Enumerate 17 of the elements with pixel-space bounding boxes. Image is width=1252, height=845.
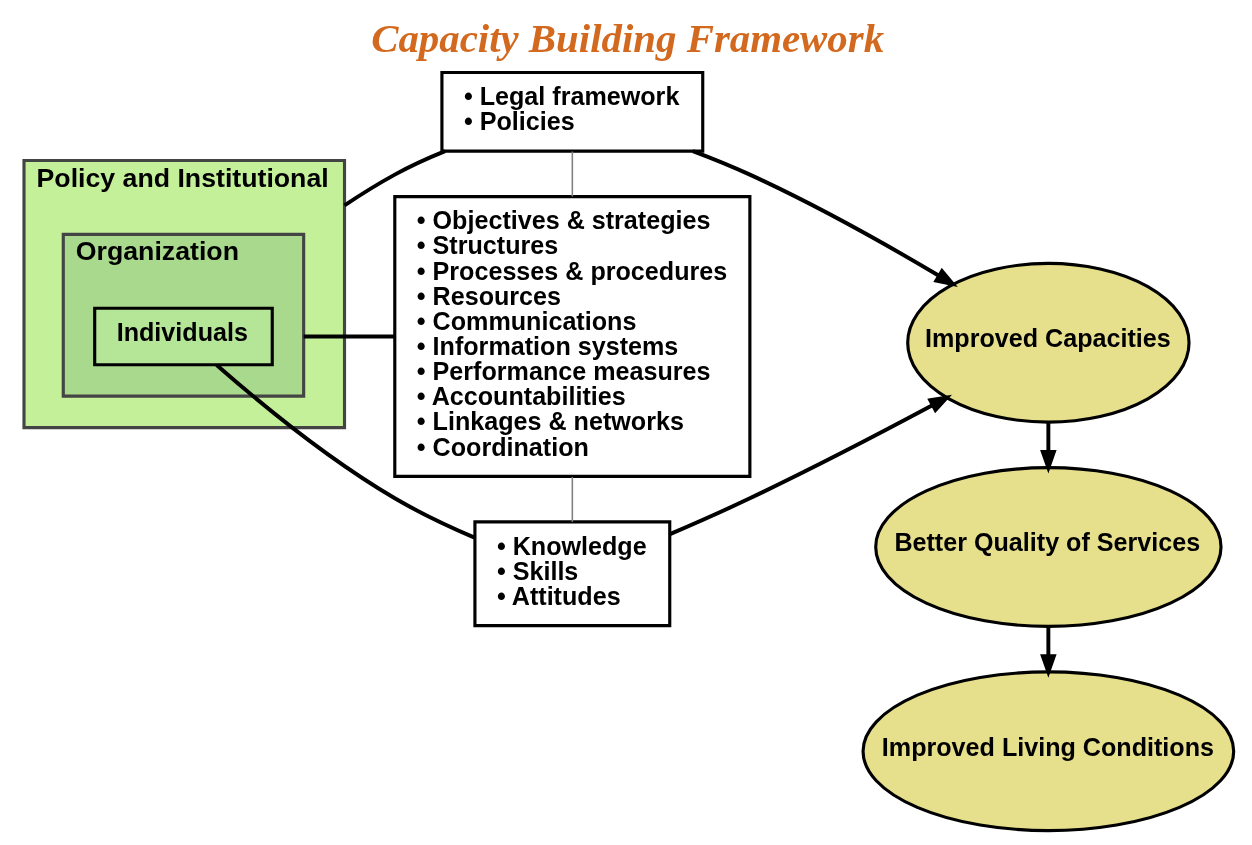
node-box: • Objectives & strategies • Structures • Processes & procedures • Resources • Communications • Information systems • Performance measures • Accountabilities • Linkages & networks • Coordination bbox=[392, 195, 751, 478]
node-ellipse: Improved Living Conditions bbox=[860, 670, 1235, 833]
arrow bbox=[1039, 422, 1057, 474]
diagram-title: Capacity Building Framework bbox=[370, 15, 884, 61]
arrow bbox=[668, 394, 952, 536]
connector bbox=[571, 150, 573, 198]
node-ellipse: Improved Capacities bbox=[905, 261, 1191, 424]
node-box: • Knowledge • Skills • Attitudes bbox=[472, 520, 671, 628]
connector bbox=[303, 334, 394, 339]
connector bbox=[214, 363, 475, 540]
node-box: • Legal framework • Policies bbox=[439, 70, 704, 153]
connector bbox=[342, 149, 446, 208]
arrow bbox=[691, 149, 958, 287]
node-ellipse: Better Quality of Services bbox=[873, 466, 1223, 628]
arrow bbox=[1039, 626, 1057, 678]
connector bbox=[571, 476, 573, 523]
node-box: Individuals bbox=[92, 306, 274, 367]
